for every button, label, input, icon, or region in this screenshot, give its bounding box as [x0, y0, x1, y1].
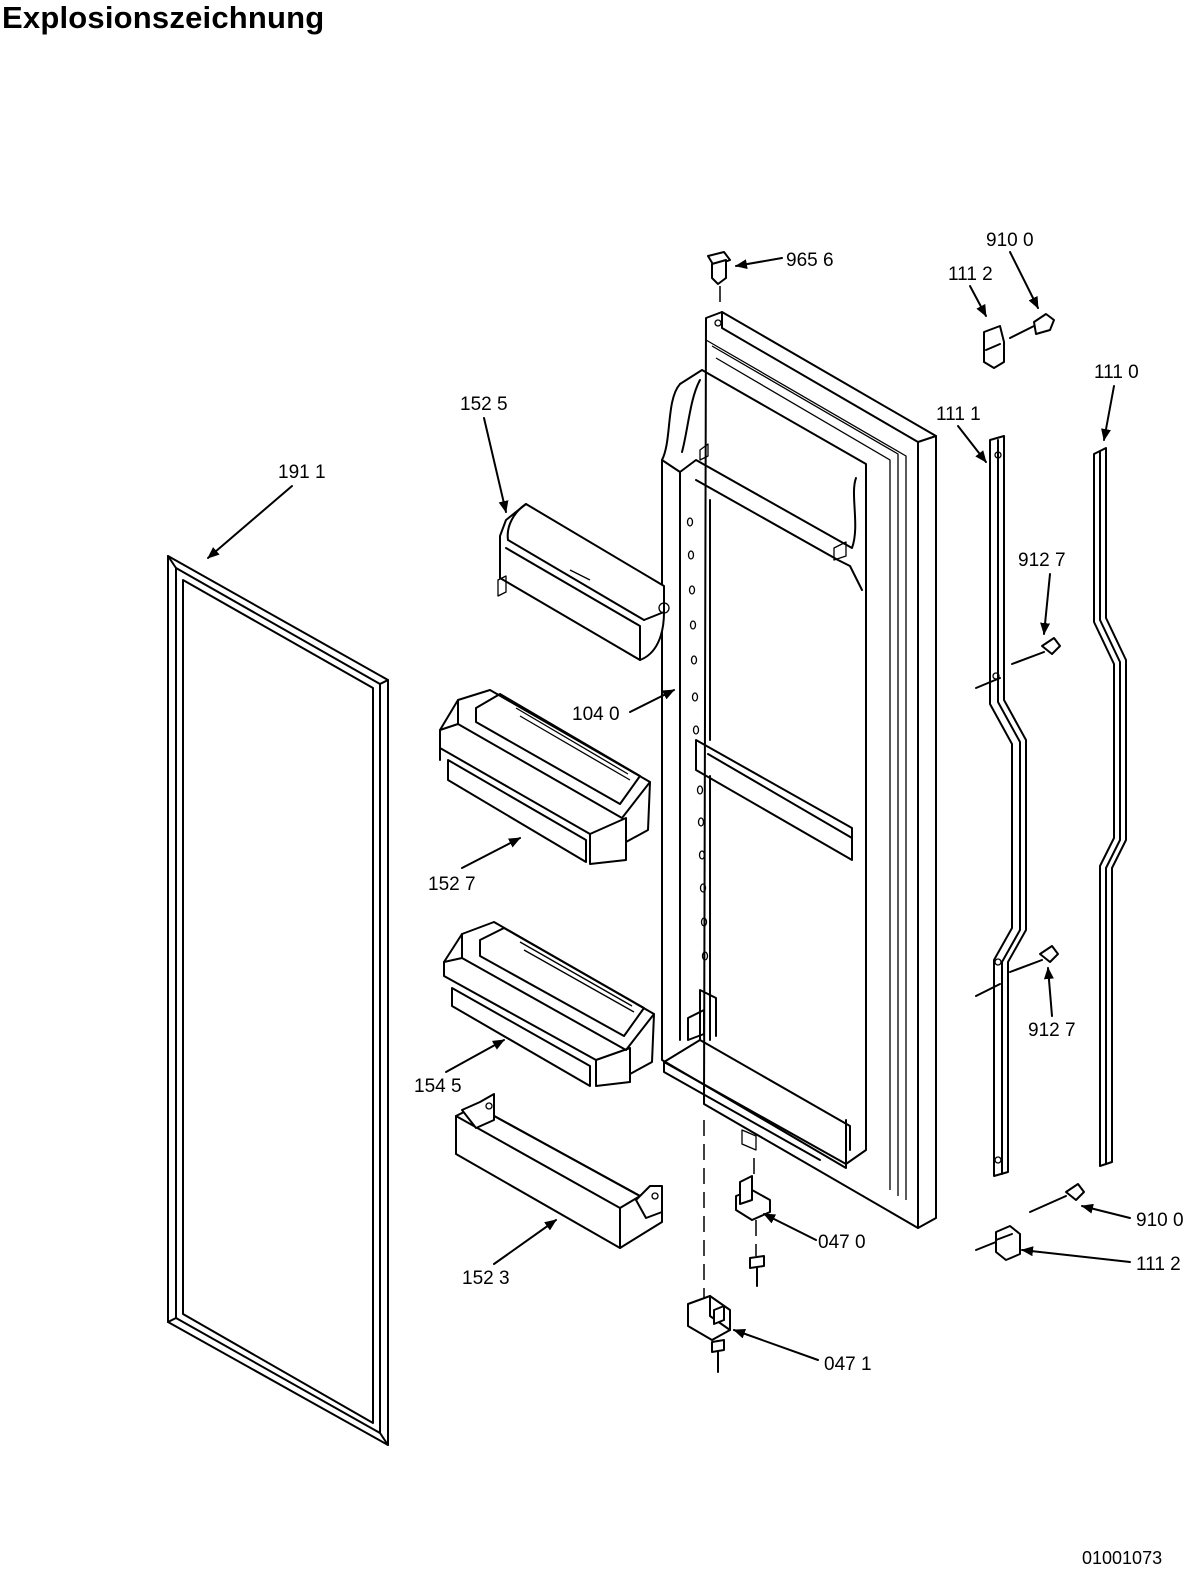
handle-clip-top — [983, 313, 1055, 369]
label-910-0-top: 910 0 — [986, 230, 1034, 251]
page-title: Explosionszeichnung — [2, 0, 325, 35]
hinge-bushing-top — [707, 251, 731, 306]
door-bin-lower — [443, 921, 655, 1087]
label-047-0: 047 0 — [818, 1232, 866, 1253]
shelf-cover — [497, 503, 670, 661]
label-912-7-bottom: 912 7 — [1028, 1020, 1076, 1041]
label-910-0-bottom: 910 0 — [1136, 1210, 1184, 1231]
door-bar-rail — [455, 1093, 663, 1249]
label-047-1: 047 1 — [824, 1354, 872, 1375]
label-111-1: 111 1 — [936, 404, 981, 425]
label-111-2-top: 111 2 — [948, 264, 993, 285]
handle-trim — [1093, 447, 1127, 1167]
door-bin-upper — [439, 689, 651, 865]
label-152-5: 152 5 — [460, 394, 508, 415]
screw-upper — [1011, 637, 1061, 665]
label-965-6: 965 6 — [786, 250, 834, 271]
label-191-1: 191 1 — [278, 462, 326, 483]
label-111-2-bottom: 111 2 — [1136, 1254, 1181, 1275]
handle-clip-bottom — [975, 1183, 1085, 1261]
part-labels: 965 6 910 0 111 2 111 0 111 1 152 5 191 … — [278, 230, 1184, 1375]
hinge-pivot-bottom — [687, 1120, 731, 1373]
label-104-0: 104 0 — [572, 704, 620, 725]
door-gasket — [167, 555, 389, 1446]
label-152-7: 152 7 — [428, 874, 476, 895]
label-111-0: 111 0 — [1094, 362, 1139, 383]
leader-arrows — [207, 251, 1131, 1361]
label-912-7-top: 912 7 — [1018, 550, 1066, 571]
hinge-lower — [735, 1158, 771, 1287]
document-id: 01001073 — [1082, 1548, 1163, 1568]
label-154-5: 154 5 — [414, 1076, 462, 1097]
door-liner — [661, 311, 937, 1229]
label-152-3: 152 3 — [462, 1268, 510, 1289]
screw-lower — [1009, 945, 1059, 973]
handle-bar — [975, 435, 1027, 1177]
